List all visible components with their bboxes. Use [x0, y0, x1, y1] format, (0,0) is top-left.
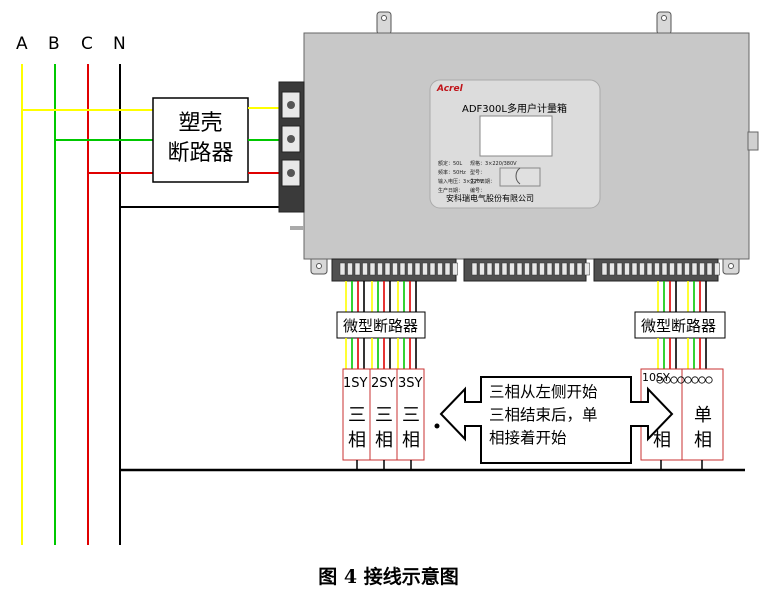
meter-3sy-id: 3SY — [398, 376, 423, 391]
meter-2sy-id: 2SY — [371, 376, 396, 391]
nameplate-row-2: 规格：3×220/380V — [470, 161, 517, 167]
meter-single-b — [681, 368, 724, 461]
mcb-right-label: 微型断路器 — [641, 317, 717, 335]
nameplate-row-8: 编号： — [470, 188, 486, 194]
direction-arrow — [439, 376, 674, 464]
phase-b-label: B — [48, 34, 60, 54]
phase-a-label: A — [16, 34, 28, 54]
mcb-right-box — [634, 311, 726, 339]
note-line-1: 三相从左侧开始 — [489, 383, 598, 401]
meter-1sy-type-1: 三 — [348, 405, 366, 426]
meter-3sy-type-2: 相 — [402, 430, 420, 451]
meter-single-b-type-2: 相 — [694, 430, 712, 451]
three-phase-meter-group — [342, 368, 425, 470]
meter-2sy-type-1: 三 — [375, 405, 393, 426]
mcb-left-box — [336, 311, 426, 339]
nameplate-row-1: 额定：50L — [438, 161, 463, 167]
nameplate-row-7: 生产日期： — [438, 188, 464, 194]
nameplate-row-3: 频率：50Hz — [438, 170, 466, 176]
meter-single-a-id: 10SY — [642, 371, 670, 384]
nameplate-row-5: 输入电压：3×220V — [438, 179, 484, 185]
device-model: ADF300L多用户计量箱 — [462, 104, 567, 115]
figure-caption: 图 4 接线示意图 — [318, 566, 459, 588]
meter-2sy-type-2: 相 — [375, 430, 393, 451]
note-line-2: 三相结束后，单 — [489, 406, 598, 424]
phase-n-label: N — [113, 34, 126, 54]
meter-single-b-type-1: 单 — [694, 405, 712, 426]
mccb-label-line2: 断路器 — [167, 141, 234, 166]
device-manufacturer: 安科瑞电气股份有限公司 — [446, 194, 534, 203]
device-display — [479, 115, 553, 157]
note-line-3: 相接着开始 — [489, 429, 567, 447]
device-brand: Acrel — [437, 84, 463, 94]
nameplate-row-4: 型号： — [470, 170, 486, 176]
meter-3sy-type-1: 三 — [402, 405, 420, 426]
nameplate-row-6: 生产日期： — [470, 179, 496, 185]
mcb-left-label: 微型断路器 — [343, 317, 419, 335]
meter-1sy-type-2: 相 — [348, 430, 366, 451]
meter-1sy-id: 1SY — [343, 376, 368, 391]
meter-single-a-type: 相 — [653, 430, 671, 451]
phase-c-label: C — [81, 34, 93, 54]
mccb-label-line1: 塑壳 — [178, 111, 223, 136]
